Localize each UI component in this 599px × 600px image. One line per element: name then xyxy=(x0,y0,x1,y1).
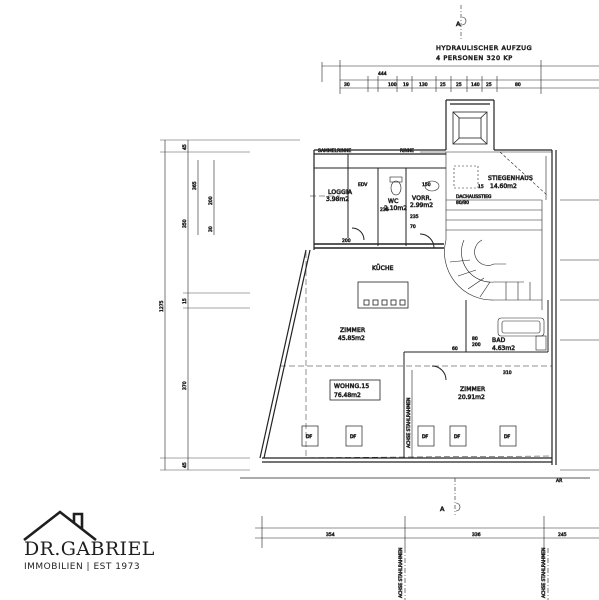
dim-left-inner-3: 30 xyxy=(208,226,214,232)
unit-name: WOHNG.15 xyxy=(334,383,369,390)
section-marker-bottom: A xyxy=(440,505,445,513)
left-dimension-chain: 1275 45 350 15 370 45 365 200 30 xyxy=(159,139,300,471)
room-stiegenhaus-name: STIEGENHAUS xyxy=(488,175,533,182)
dim-top-9: 80 xyxy=(515,82,521,88)
dim-left-4: 370 xyxy=(182,381,188,390)
room-loggia-area: 3.98m2 xyxy=(326,196,349,203)
dim-left-5: 45 xyxy=(182,462,188,468)
skylights: DF DF DF DF DF xyxy=(301,425,517,447)
dim-bottom-3: 245 xyxy=(558,532,567,538)
elevator-shaft xyxy=(452,111,488,145)
room-vorr-name: VORR. xyxy=(412,195,432,202)
room-loggia-name: LOGGIA xyxy=(328,189,353,196)
dim-wc-1: 236 xyxy=(380,207,389,213)
skylight-label-5: DF xyxy=(504,434,510,440)
room-bad-name: BAD xyxy=(492,337,506,344)
skylight-4 xyxy=(449,425,467,447)
bath-fixtures xyxy=(497,317,547,351)
achse-vertical-axis: ACHSE STAHLRAHMEN xyxy=(403,370,413,458)
elevator-capacity: 4 PERSONEN 320 KP xyxy=(436,54,513,62)
edv-label: EDV xyxy=(358,182,368,188)
building-outline xyxy=(240,99,590,479)
dim-top-3: 19 xyxy=(403,82,409,88)
dim-bad-2: 200 xyxy=(472,342,481,348)
skylight-label-4: DF xyxy=(454,434,460,440)
elevator-title: HYDRAULISCHER AUFZUG xyxy=(436,44,532,52)
sammelrinne-label: SAMMELRINNE xyxy=(318,148,351,154)
house-roof-icon xyxy=(23,510,97,542)
dim-vorr-3: 70 xyxy=(410,224,416,230)
achse-bottom-2: ACHSE STAHLRAHMEN xyxy=(541,548,547,598)
section-marker-top: A xyxy=(456,20,461,28)
ar-label: AR xyxy=(556,478,562,484)
skylight-3 xyxy=(417,425,435,447)
dim-left-inner-1: 365 xyxy=(192,181,198,190)
section-markers-a: A A xyxy=(440,5,467,515)
dim-top-2: 100 xyxy=(388,82,397,88)
dim-loggia-1: 200 xyxy=(342,238,351,244)
room-zimmer2-area: 20.91m2 xyxy=(458,394,485,401)
dim-left-1: 45 xyxy=(182,144,188,150)
skylight-5 xyxy=(499,425,517,447)
logo-tagline: IMMOBILIEN | EST 1973 xyxy=(24,562,141,572)
unit-area: 76.48m2 xyxy=(334,392,361,399)
unit-label-box: WOHNG.15 76.48m2 xyxy=(329,379,381,401)
dim-bad-3: 60 xyxy=(452,346,458,352)
skylight-2 xyxy=(345,425,363,447)
step-count: 15 xyxy=(478,184,484,190)
dim-top-1: 30 xyxy=(344,82,350,88)
right-edge-fragments xyxy=(560,199,599,471)
dim-left-inner-2: 200 xyxy=(208,196,214,205)
skylight-label-1: DF xyxy=(306,434,312,440)
room-kueche-name: KÜCHE xyxy=(372,265,394,272)
skylight-label-3: DF xyxy=(422,434,428,440)
dim-vorr-1: 235 xyxy=(410,214,419,220)
skylight-1 xyxy=(301,425,319,447)
achse-bottom-1: ACHSE STAHLRAHMEN xyxy=(398,548,404,598)
dachausstieg-hatch: DACHAUSSTIEG 80/80 xyxy=(453,165,492,206)
dim-left-2: 350 xyxy=(182,219,188,228)
dim-top-8: 25 xyxy=(486,82,492,88)
dim-vorr-2: 150 xyxy=(422,182,431,188)
dim-zimmer2-1: 310 xyxy=(503,370,512,376)
dachausstieg-size: 80/80 xyxy=(456,200,469,206)
room-wc-name: WC xyxy=(388,198,399,205)
dim-bottom-2: 336 xyxy=(472,532,481,538)
dim-left-3: 15 xyxy=(182,298,188,304)
dim-bottom-1: 354 xyxy=(326,532,335,538)
dachausstieg-label: DACHAUSSTIEG xyxy=(456,194,492,200)
dim-top-4: 130 xyxy=(419,82,428,88)
room-stiegenhaus-area: 14.60m2 xyxy=(490,183,517,190)
dim-top-6: 25 xyxy=(456,82,462,88)
dim-top-total: 444 xyxy=(378,71,387,77)
misc-labels: SAMMELRINNE RINNE EDV AR 236 235 150 70 … xyxy=(318,148,563,485)
room-zimmer1-name: ZIMMER xyxy=(340,327,365,334)
top-dimension-chain: 444 30 100 19 130 25 25 140 25 80 xyxy=(321,60,599,94)
achse-vertical-label: ACHSE STAHLRAHMEN xyxy=(406,398,412,448)
company-logo: DR.GABRIEL IMMOBILIEN | EST 1973 xyxy=(16,508,166,580)
dim-left-total: 1275 xyxy=(159,300,165,312)
dim-bad-1: 80 xyxy=(472,336,478,342)
rinne-label: RINNE xyxy=(400,148,414,154)
elevator-header: HYDRAULISCHER AUFZUG 4 PERSONEN 320 KP xyxy=(436,44,532,63)
room-vorr-area: 2.99m2 xyxy=(410,202,433,209)
dim-top-7: 140 xyxy=(471,82,480,88)
dim-top-5: 25 xyxy=(440,82,446,88)
room-zimmer2-name: ZIMMER xyxy=(460,386,485,393)
skylight-label-2: DF xyxy=(350,434,356,440)
kitchen-island xyxy=(357,281,409,309)
bottom-dimension-chain: 354 336 245 ACHSE STAHLRAHMEN ACHSE STAH… xyxy=(255,516,599,600)
staircase: 15 xyxy=(420,151,552,310)
room-zimmer1-area: 45.85m2 xyxy=(338,335,365,342)
room-wc-area: 2.10m2 xyxy=(384,205,407,212)
wc-fixture xyxy=(389,176,440,196)
room-labels: STIEGENHAUS 14.60m2 LOGGIA 3.98m2 WC 2.1… xyxy=(326,175,533,402)
logo-brand-name: DR.GABRIEL xyxy=(24,538,155,560)
room-bad-area: 4.63m2 xyxy=(492,345,515,352)
dashed-overlines xyxy=(263,195,553,459)
